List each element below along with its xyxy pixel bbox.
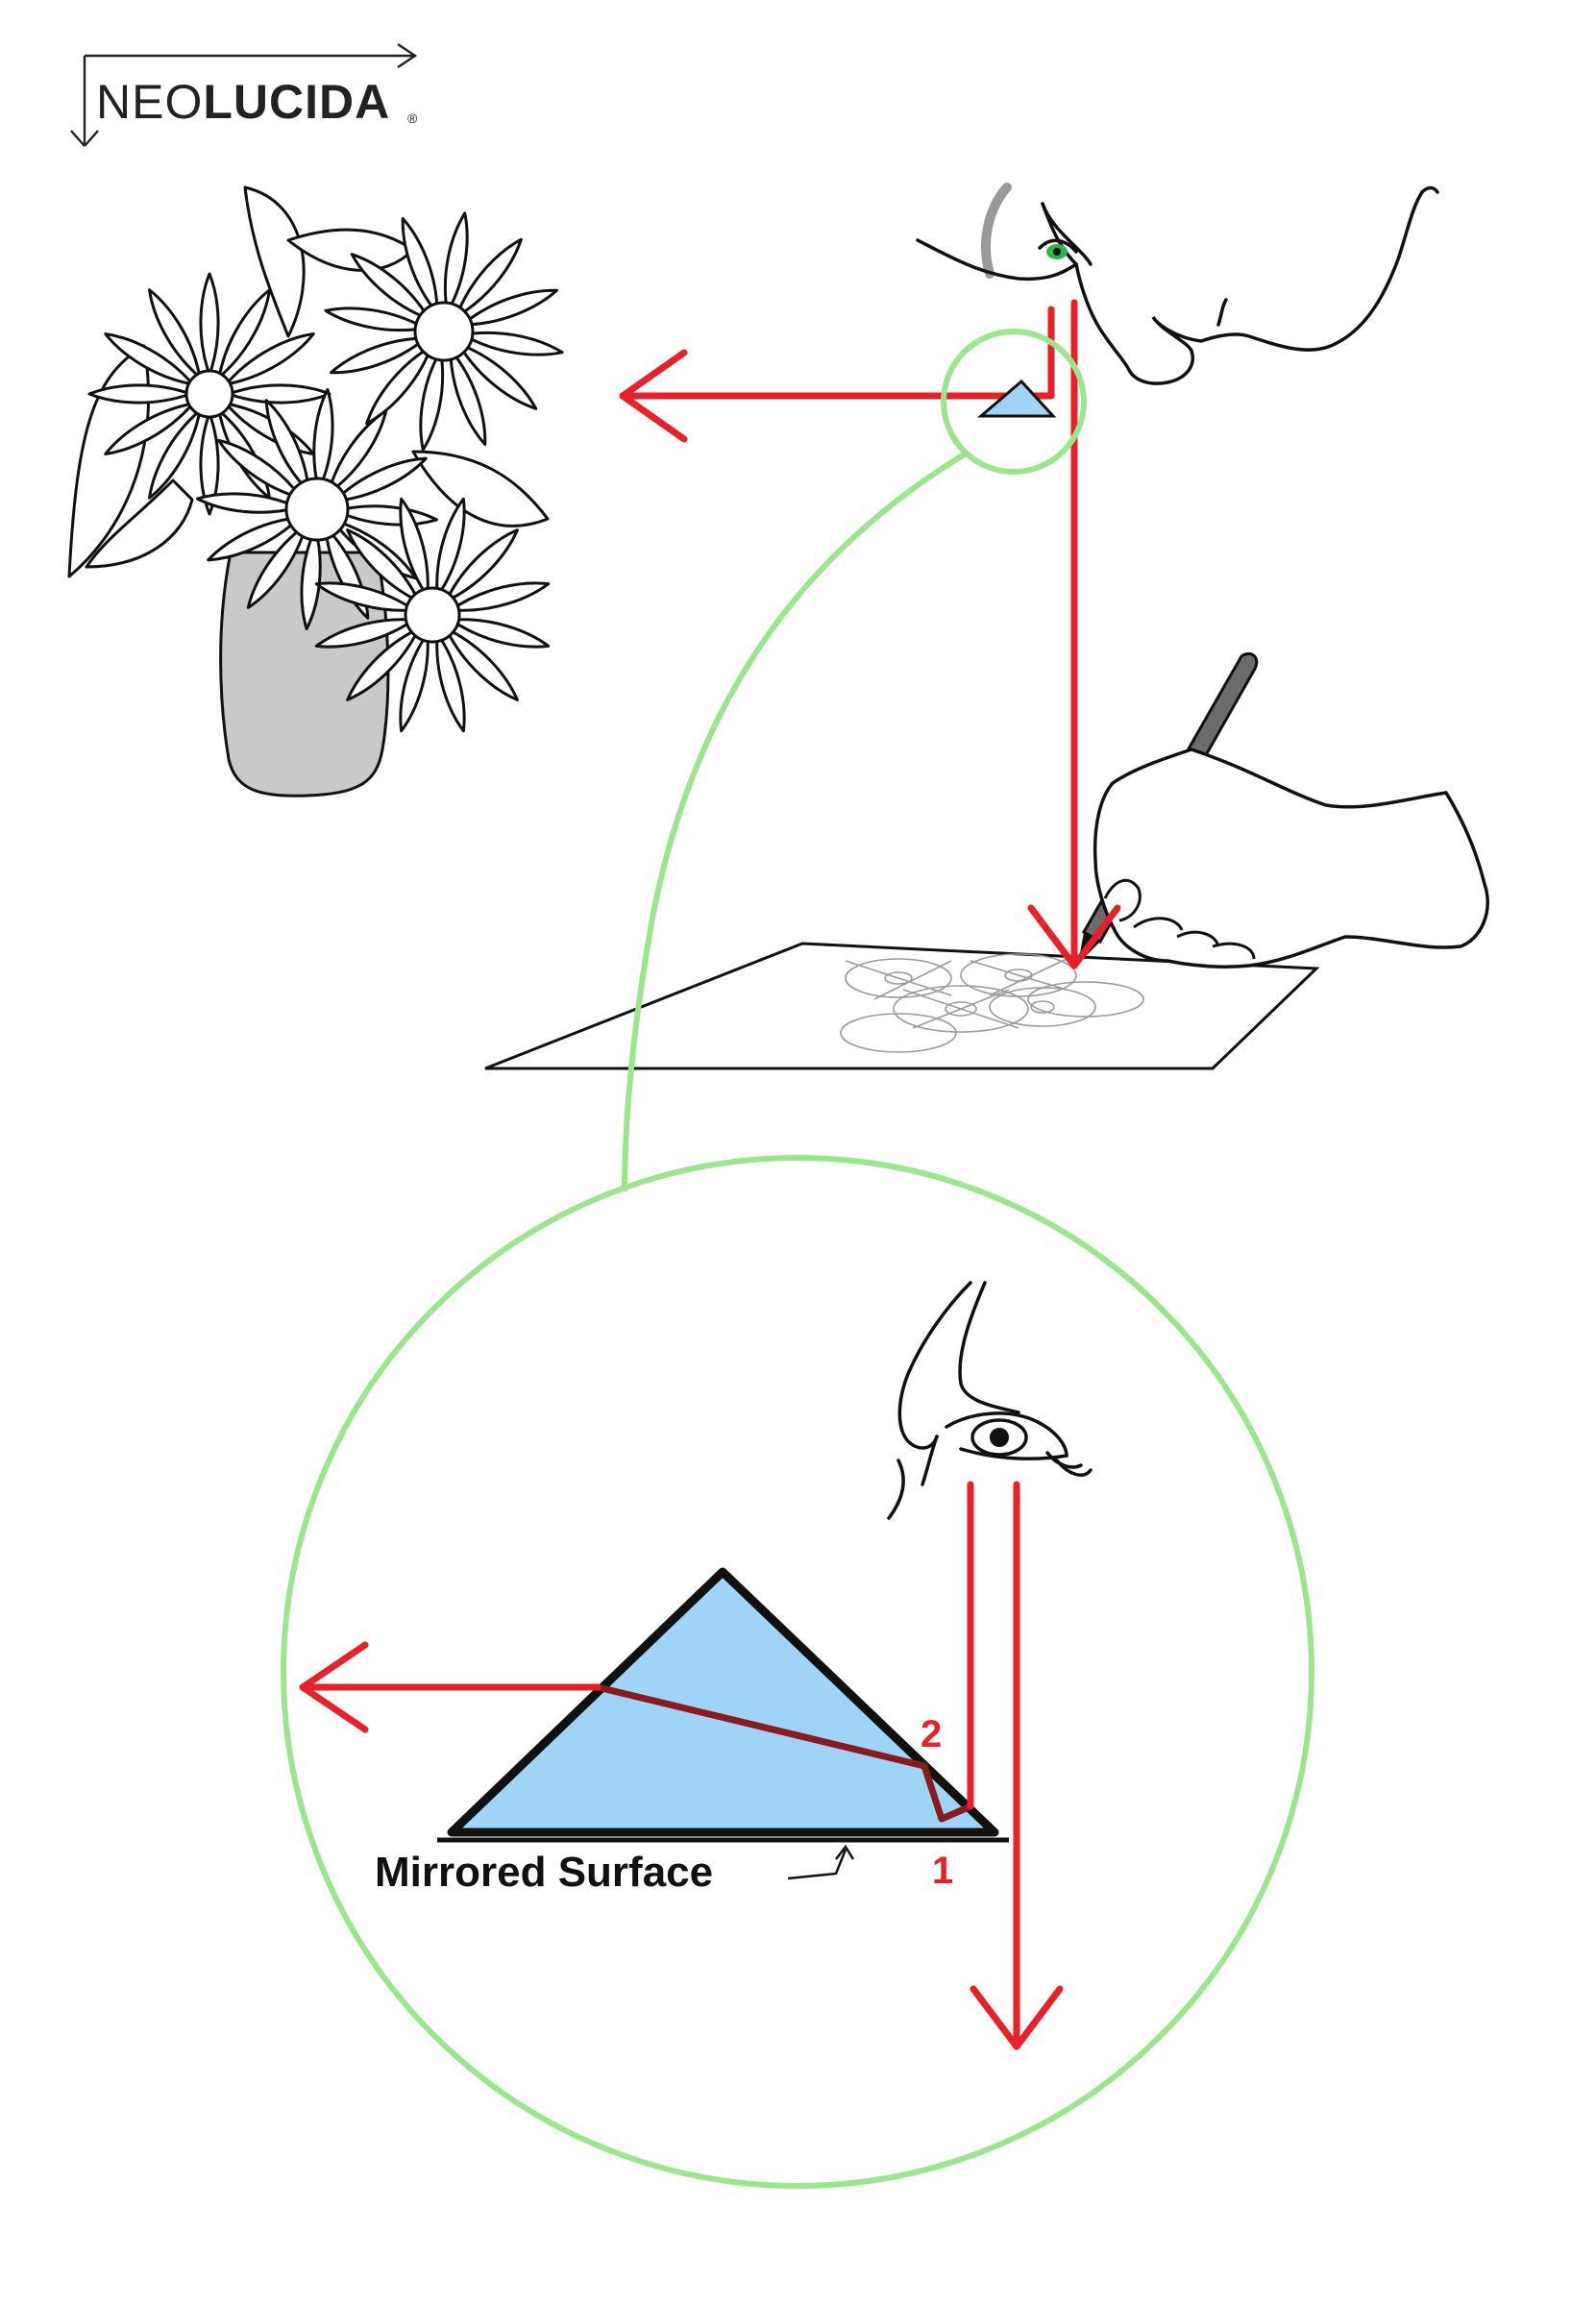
reflection-number-1: 1 — [932, 1850, 953, 1892]
ray-inside-prism — [594, 1683, 974, 1823]
neolucida-logo: NEOLUCIDA ® — [70, 43, 418, 147]
magnifier-small-circle — [941, 329, 1087, 475]
ray-to-paper-arrowhead — [1027, 904, 1121, 969]
prism-icon — [447, 1567, 999, 1837]
logo-arrow-icon — [70, 43, 418, 147]
svg-text:NEOLUCIDA: NEOLUCIDA — [96, 75, 390, 129]
logo-text-light: NEO — [96, 75, 203, 129]
flower-vase-icon — [67, 185, 566, 797]
prism-small-icon — [976, 379, 1057, 418]
ray-eye-to-paper-arrowhead — [970, 1985, 1064, 2050]
magnifier-connector — [622, 451, 968, 1192]
paper-sheet-icon — [484, 942, 1320, 1070]
mirrored-surface-label: Mirrored Surface — [375, 1849, 713, 1896]
mirrored-surface-pointer — [787, 1844, 855, 1880]
prism-closeup — [437, 1567, 1009, 1843]
logo-text-bold: LUCIDA — [203, 75, 390, 129]
reflection-number-2: 2 — [921, 1713, 942, 1755]
ray-exit-left-arrowhead — [299, 1641, 369, 1733]
top-light-rays — [619, 299, 1121, 969]
magnifier-callout — [281, 329, 1314, 2189]
magnifier-large-circle — [281, 1155, 1314, 2189]
face-profile-icon — [916, 183, 1439, 385]
hand-with-pencil-icon — [1078, 651, 1489, 969]
ray-to-object-arrowhead — [619, 349, 688, 443]
closeup-light-rays — [299, 1481, 1064, 2050]
eye-closeup-icon — [887, 1281, 1093, 1520]
logo-registered-mark: ® — [407, 110, 418, 126]
